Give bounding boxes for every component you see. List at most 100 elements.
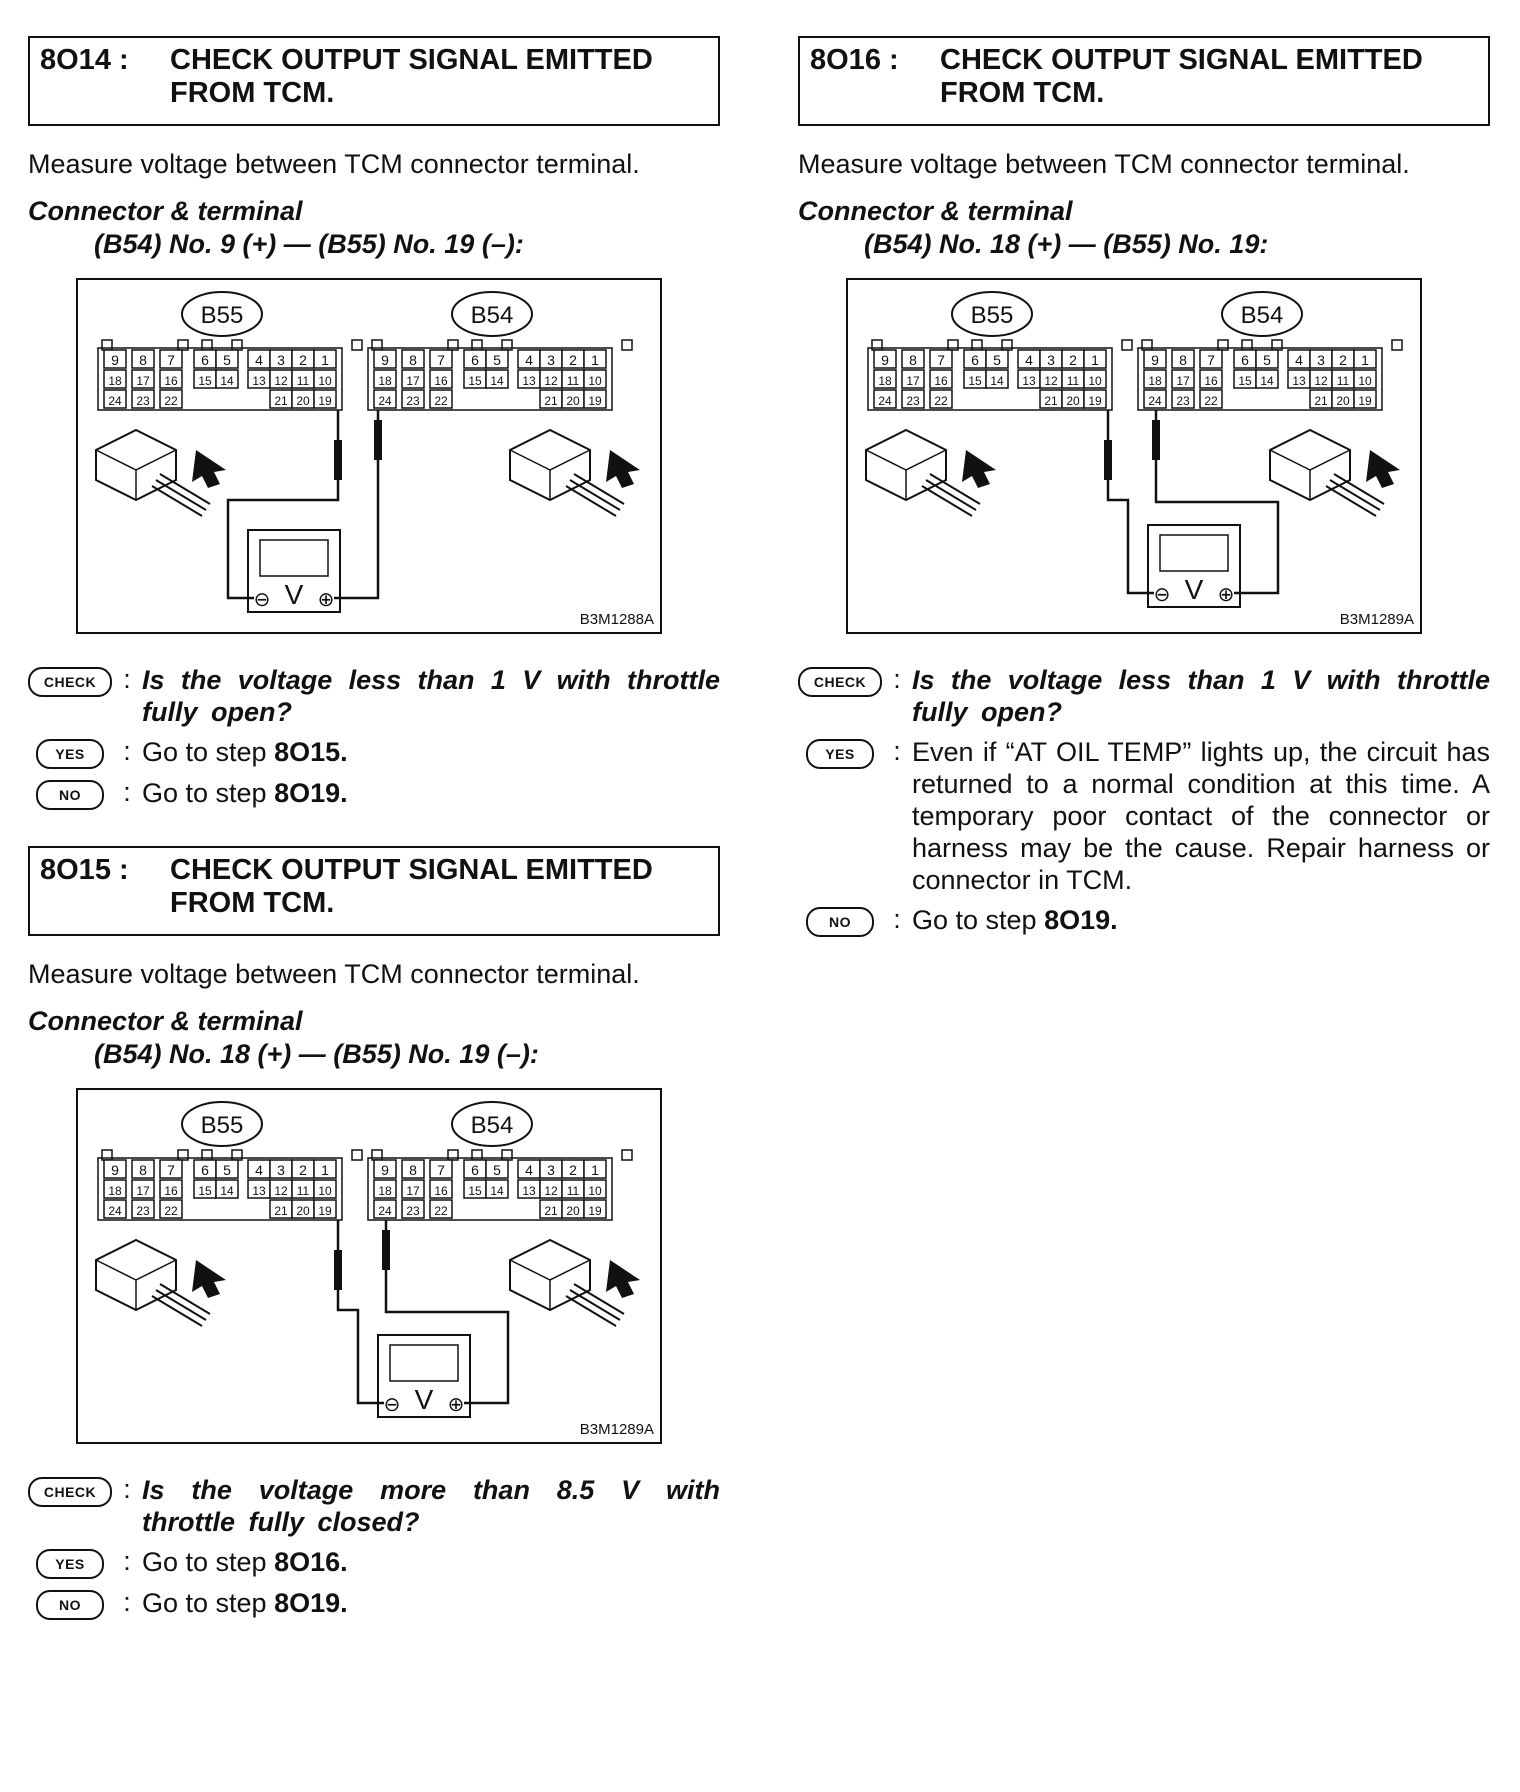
probe-positive (374, 420, 382, 460)
terminal-number: 24 (378, 394, 392, 408)
plug-icon (95, 428, 226, 517)
terminal-number: 19 (318, 394, 332, 408)
plus-terminal-icon: ⊕ (448, 1394, 465, 1416)
terminal-cell (401, 369, 425, 389)
step-link[interactable]: 8O19. (274, 1588, 348, 1618)
answers: CHECK : Is the voltage more than 8.5 V w… (28, 1474, 720, 1620)
terminal-number: 6 (1241, 352, 1249, 368)
terminal-number: 10 (1088, 374, 1102, 388)
connector-label-oval (451, 1101, 533, 1147)
no-row: NO : Go to step 8O19. (798, 904, 1490, 937)
probe-positive (1152, 420, 1160, 460)
terminal-number: 1 (1091, 352, 1099, 368)
terminal-number: 12 (544, 1184, 558, 1198)
probe-negative (334, 1250, 342, 1290)
connector-tab (351, 1149, 363, 1161)
terminal-number: 16 (1204, 374, 1218, 388)
terminal-cell (873, 349, 897, 369)
terminal-cell (1171, 389, 1195, 409)
connector-terminal-spec: (B54) No. 18 (+) — (B55) No. 19: (864, 229, 1269, 259)
terminal-number: 15 (1238, 374, 1252, 388)
minus-terminal-icon: ⊖ (254, 589, 271, 611)
terminal-number: 15 (198, 1184, 212, 1198)
terminal-number: 22 (1204, 394, 1218, 408)
figure-code: B3M1288A (579, 611, 654, 628)
terminal-cell (313, 1159, 337, 1179)
terminal-number: 3 (277, 352, 285, 368)
no-badge: NO (36, 1590, 104, 1620)
no-badge: NO (806, 907, 874, 937)
terminal-number: 5 (1263, 352, 1271, 368)
terminal-number: 3 (1047, 352, 1055, 368)
terminal-number: 19 (1088, 394, 1102, 408)
terminal-cell (215, 1179, 239, 1199)
arrow-icon (1366, 450, 1400, 488)
step-link[interactable]: 8O19. (274, 778, 348, 808)
connector-tab (1391, 339, 1403, 351)
voltmeter-label: V (285, 579, 304, 610)
terminal-cell (159, 349, 183, 369)
terminal-number: 4 (1295, 352, 1303, 368)
terminal-cell (373, 369, 397, 389)
terminal-number: 13 (522, 1184, 536, 1198)
yes-text: Go to step (142, 1547, 275, 1577)
no-badge: NO (36, 780, 104, 810)
terminal-number: 19 (1358, 394, 1372, 408)
minus-terminal-icon: ⊖ (384, 1394, 401, 1416)
terminal-cell (583, 349, 607, 369)
terminal-number: 6 (201, 1162, 209, 1178)
terminal-number: 2 (1339, 352, 1347, 368)
terminal-number: 23 (906, 394, 920, 408)
terminal-number: 21 (544, 1204, 558, 1218)
terminal-number: 4 (1025, 352, 1033, 368)
terminal-number: 15 (968, 374, 982, 388)
terminal-cell (131, 1199, 155, 1219)
terminal-number: 5 (223, 352, 231, 368)
terminal-number: 10 (318, 374, 332, 388)
terminal-number: 24 (1148, 394, 1162, 408)
terminal-cell (429, 349, 453, 369)
terminal-number: 1 (321, 1162, 329, 1178)
step-link[interactable]: 8O15. (274, 737, 348, 767)
terminal-number: 11 (297, 1184, 310, 1198)
terminal-number: 18 (378, 1184, 392, 1198)
plug-icon (1269, 428, 1400, 517)
terminal-cell (103, 369, 127, 389)
connector-label-oval (181, 1101, 263, 1147)
terminal-cell (1353, 369, 1377, 389)
terminal-cell (1199, 349, 1223, 369)
terminal-number: 24 (108, 1204, 122, 1218)
step-number: 8O16 : (810, 44, 899, 76)
terminal-number: 14 (220, 1184, 234, 1198)
terminal-number: 21 (1044, 394, 1058, 408)
connector-outline (1137, 347, 1383, 411)
terminal-cell (313, 389, 337, 409)
terminal-cell (485, 1179, 509, 1199)
terminal-cell (131, 389, 155, 409)
terminal-number: 11 (567, 374, 580, 388)
voltmeter-icon: ⊖V⊕ (247, 529, 341, 613)
terminal-cell (159, 369, 183, 389)
terminal-number: 16 (164, 1184, 178, 1198)
terminal-cell (103, 1179, 127, 1199)
step-link[interactable]: 8O19. (1044, 905, 1118, 935)
terminal-number: 10 (588, 374, 602, 388)
check-question: Is the voltage less than 1 V with thrott… (912, 665, 1490, 727)
connector-tab (447, 339, 459, 351)
step-link[interactable]: 8O16. (274, 1547, 348, 1577)
terminal-number: 1 (591, 352, 599, 368)
terminal-number: 9 (381, 352, 389, 368)
terminal-number: 7 (437, 1162, 445, 1178)
no-text: Go to step (142, 778, 275, 808)
terminal-cell (159, 389, 183, 409)
probe-wire-positive (1154, 410, 1280, 595)
terminal-cell (1143, 349, 1167, 369)
terminal-number: 7 (1207, 352, 1215, 368)
connector-tab (621, 339, 633, 351)
terminal-number: 16 (164, 374, 178, 388)
terminal-cell (401, 1179, 425, 1199)
terminal-cell (1255, 349, 1279, 369)
terminal-number: 12 (1044, 374, 1058, 388)
terminal-number: 3 (547, 352, 555, 368)
